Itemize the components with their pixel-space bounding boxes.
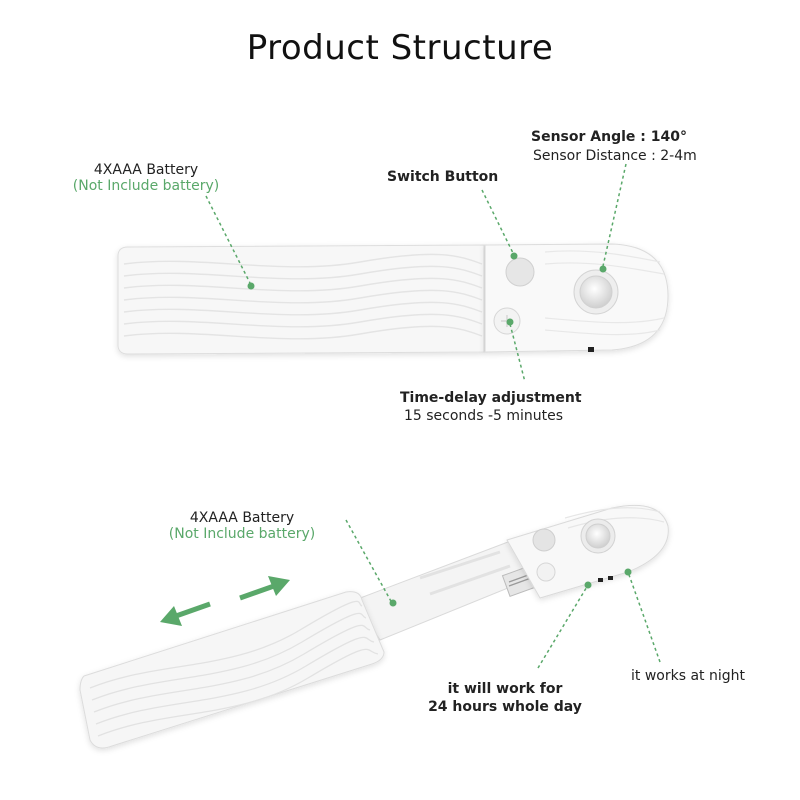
battery-marker-dot: [247, 282, 255, 290]
arrow-left-icon: [160, 606, 182, 626]
top-leader-lines: [205, 163, 627, 383]
sensor-angle-label: Sensor Angle : 140°: [531, 129, 687, 145]
sensor-callout: Sensor Angle : 140° Sensor Distance : 2-…: [531, 129, 697, 164]
battery-note: (Not Include battery): [72, 178, 220, 194]
sensor-marker-dot: [599, 265, 607, 273]
delay-label: Time-delay adjustment: [400, 390, 582, 406]
bottom-light-device: [79, 504, 669, 749]
top-light-device: [117, 243, 669, 355]
night-label: it works at night: [631, 668, 745, 684]
delay-marker-dot: [506, 318, 514, 326]
wave-texture: [123, 253, 483, 340]
page-title: Product Structure: [246, 28, 554, 68]
sensor-distance-label: Sensor Distance : 2-4m: [533, 148, 697, 164]
switch-button-label: Switch Button: [387, 169, 499, 185]
day-marker-dot: [584, 581, 592, 589]
battery-callout: 4XAAA Battery (Not Include battery): [56, 162, 236, 194]
night-marker-dot: [624, 568, 632, 576]
bottom-battery-callout: 4XAAA Battery (Not Include battery): [152, 510, 332, 542]
bottom-leader-lines: [345, 519, 661, 669]
arrow-right-icon: [268, 576, 290, 596]
switch-button-graphic: [505, 257, 535, 287]
tray-marker-dot: [389, 599, 397, 607]
day-line-1: it will work for: [447, 681, 563, 697]
delay-range-label: 15 seconds -5 minutes: [404, 408, 564, 424]
bottom-battery-note: (Not Include battery): [168, 526, 316, 542]
day-callout: it will work for 24 hours whole day: [420, 681, 590, 715]
delay-callout: Time-delay adjustment 15 seconds -5 minu…: [400, 390, 582, 424]
slide-arrows: [160, 576, 290, 626]
switch-marker-dot: [510, 252, 518, 260]
day-line-2: 24 hours whole day: [428, 699, 582, 715]
bottom-battery-label: 4XAAA Battery: [189, 510, 295, 526]
battery-label: 4XAAA Battery: [93, 162, 199, 178]
pir-sensor-graphic: [579, 275, 613, 309]
